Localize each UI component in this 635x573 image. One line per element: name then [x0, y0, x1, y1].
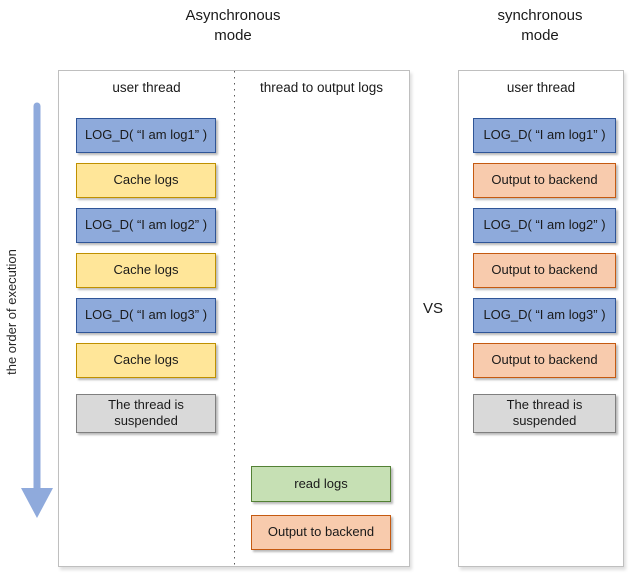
vs-label: VS	[422, 300, 443, 317]
log-call-box: LOG_D( “I am log1” )	[473, 118, 616, 153]
log-call-box: LOG_D( “I am log1” )	[76, 118, 216, 153]
down-arrow-icon	[21, 102, 53, 518]
sync-user-thread-steps: LOG_D( “I am log1” ) Output to backend L…	[473, 118, 616, 433]
cache-logs-box: Cache logs	[76, 163, 216, 198]
sync-user-thread-header: user thread	[506, 80, 576, 95]
cache-logs-box: Cache logs	[76, 253, 216, 288]
async-output-thread-header: thread to output logs	[259, 80, 384, 95]
output-backend-box: Output to backend	[473, 253, 616, 288]
sync-panel: user thread LOG_D( “I am log1” ) Output …	[458, 70, 624, 567]
output-backend-box: Output to backend	[473, 163, 616, 198]
output-backend-box: Output to backend	[473, 343, 616, 378]
cache-logs-box: Cache logs	[76, 343, 216, 378]
sync-mode-title: synchronous mode	[497, 7, 583, 44]
async-user-thread-header: user thread	[112, 80, 181, 95]
async-user-thread-steps: LOG_D( “I am log1” ) Cache logs LOG_D( “…	[76, 118, 216, 433]
log-call-box: LOG_D( “I am log2” )	[76, 208, 216, 243]
thread-suspended-box: The thread is suspended	[473, 394, 616, 433]
async-panel: user thread thread to output logs LOG_D(…	[58, 70, 410, 567]
output-backend-box: Output to backend	[251, 515, 391, 550]
thread-column-divider	[234, 71, 235, 566]
read-logs-box: read logs	[251, 466, 391, 502]
log-call-box: LOG_D( “I am log2” )	[473, 208, 616, 243]
log-call-box: LOG_D( “I am log3” )	[473, 298, 616, 333]
async-output-thread-steps: read logs Output to backend	[251, 466, 391, 550]
log-call-box: LOG_D( “I am log3” )	[76, 298, 216, 333]
async-mode-title: Asynchronous mode	[185, 7, 281, 44]
thread-suspended-box: The thread is suspended	[76, 394, 216, 433]
